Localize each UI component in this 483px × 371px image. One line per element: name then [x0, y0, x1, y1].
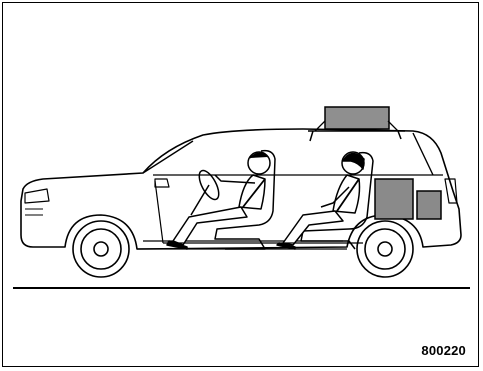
- figure-frame: 800220: [2, 2, 479, 367]
- front-grille: [25, 209, 43, 215]
- d-pillar: [413, 133, 433, 175]
- cargo-box-large: [375, 179, 413, 219]
- a-pillar: [143, 141, 193, 173]
- rear-passenger-icon: [277, 152, 373, 249]
- front-door-edge: [155, 181, 163, 243]
- passenger-torso: [333, 175, 360, 213]
- vehicle-illustration: [3, 3, 480, 368]
- cargo-box-small: [417, 191, 441, 219]
- side-mirror: [155, 179, 169, 187]
- headlight: [25, 189, 49, 203]
- driver-torso: [239, 175, 265, 209]
- cargo-box-icon: [375, 179, 441, 219]
- roof-rack-box-icon: [308, 107, 405, 141]
- driver-icon: [167, 151, 275, 249]
- figure-code: 800220: [421, 343, 466, 358]
- passenger-legs: [283, 211, 343, 245]
- roof-box: [325, 107, 389, 129]
- roof-rack-rail: [308, 131, 405, 141]
